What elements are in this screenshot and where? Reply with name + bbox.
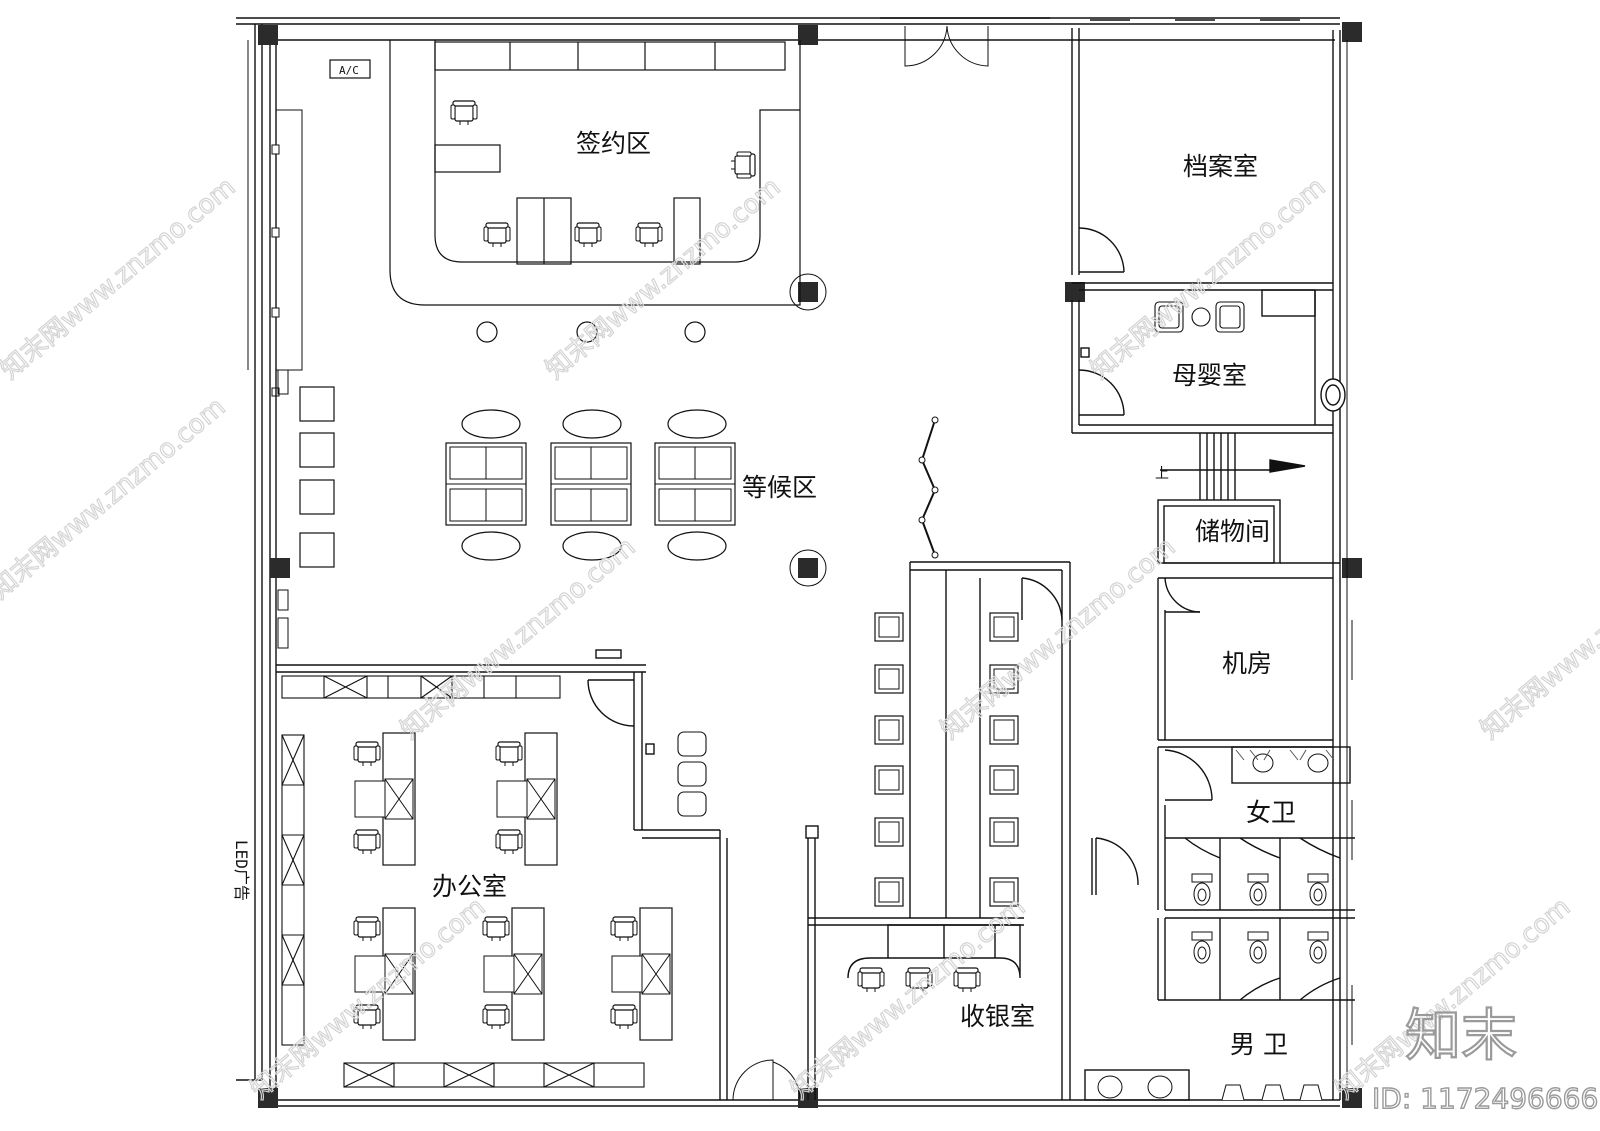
watermark-text: 知末网www.znzmo.com — [1085, 172, 1331, 385]
label-cashier: 收银室 — [960, 1002, 1035, 1031]
label-womens-wc: 女卫 — [1246, 798, 1296, 827]
watermark-text: 知末网www.znzmo.com — [1475, 532, 1600, 745]
label-signing: 签约区 — [576, 129, 651, 158]
watermark-text: 知末网www.znzmo.com — [540, 172, 786, 385]
main-entrance-door — [904, 25, 989, 67]
waiting-area — [299, 386, 939, 568]
office-exit-door — [732, 1059, 801, 1101]
label-waiting: 等候区 — [742, 473, 817, 502]
room-labels: 签约区 等候区 档案室 母婴室 储物间 机房 女卫 男 卫 办公室 收银室 A/… — [232, 64, 1296, 1059]
label-archive: 档案室 — [1183, 152, 1258, 181]
watermark-text: 知末网www.znzmo.com — [785, 892, 1031, 1105]
watermark-text: 知末网www.znzmo.com — [0, 172, 241, 385]
columns — [258, 22, 1362, 1108]
right-rooms-walls — [1071, 28, 1355, 1101]
office-furniture — [281, 675, 645, 1088]
label-ac: A/C — [339, 64, 359, 77]
stools — [476, 321, 706, 343]
label-storage: 储物间 — [1195, 517, 1270, 546]
watermark-text: 知末网www.znzmo.com — [0, 392, 231, 605]
label-mens-wc: 男 卫 — [1230, 1030, 1288, 1059]
brand-logo: 知末 — [1405, 1004, 1517, 1069]
label-mother-baby: 母婴室 — [1172, 361, 1247, 390]
watermark-text: 知末网www.znzmo.com — [935, 532, 1181, 745]
cashier-walls — [805, 561, 1071, 1100]
office-desks — [354, 733, 672, 1040]
watermark-text: 知末网www.znzmo.com — [1330, 892, 1576, 1105]
label-stairs-up: 上 — [1155, 466, 1169, 482]
signing-area — [329, 40, 801, 306]
right-facade — [1346, 40, 1353, 1100]
nursing-chairs — [1154, 301, 1245, 333]
image-id: ID: 1172496666 — [1372, 1082, 1598, 1115]
label-server: 机房 — [1222, 649, 1272, 678]
label-office: 办公室 — [432, 872, 507, 901]
left-facade — [247, 40, 303, 649]
watermark-text: 知末网www.znzmo.com — [395, 532, 641, 745]
office-side-chairs — [677, 731, 707, 817]
label-led-side: LED广告 — [232, 840, 251, 901]
office-walls — [276, 649, 728, 1100]
watermarks: 知末网www.znzmo.com 知末网www.znzmo.com 知末网www… — [0, 171, 1600, 1105]
wc-fixtures — [1097, 749, 1335, 1101]
